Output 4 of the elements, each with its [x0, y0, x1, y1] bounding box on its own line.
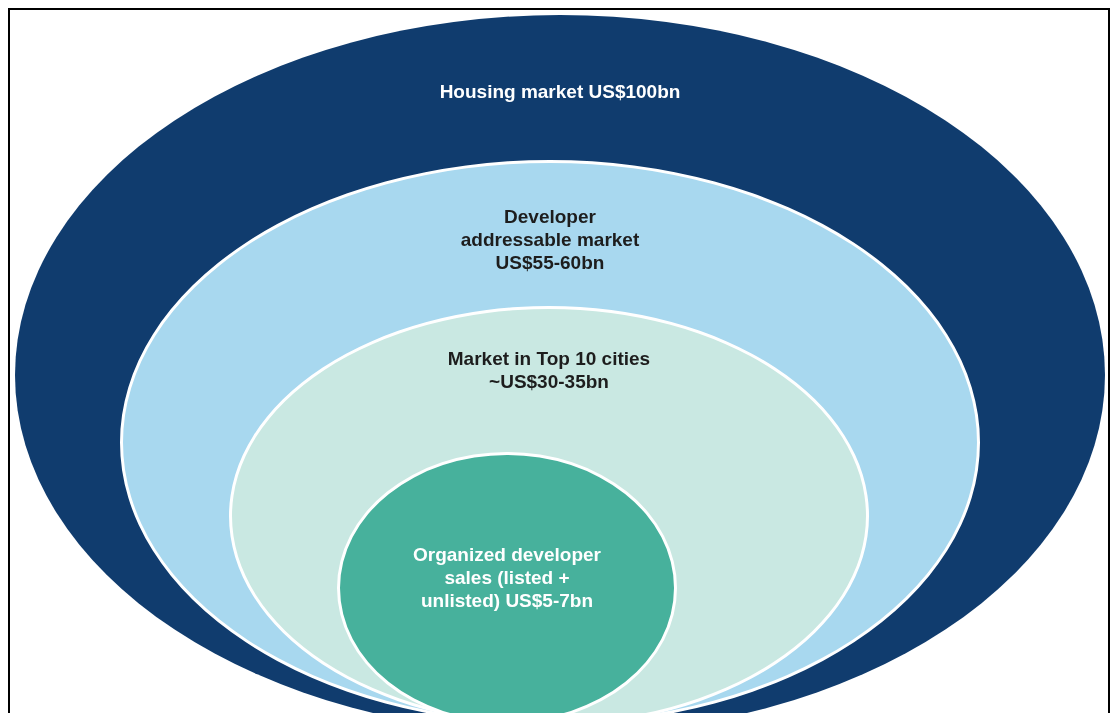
node-label: Housing market US$100bn — [438, 80, 682, 103]
node-label: Developer addressable market US$55-60bn — [459, 205, 641, 274]
node-label: Organized developer sales (listed + unlisted) US$5-7bn — [412, 543, 602, 612]
node-label: Market in Top 10 cities ~US$30-35bn — [446, 347, 652, 393]
